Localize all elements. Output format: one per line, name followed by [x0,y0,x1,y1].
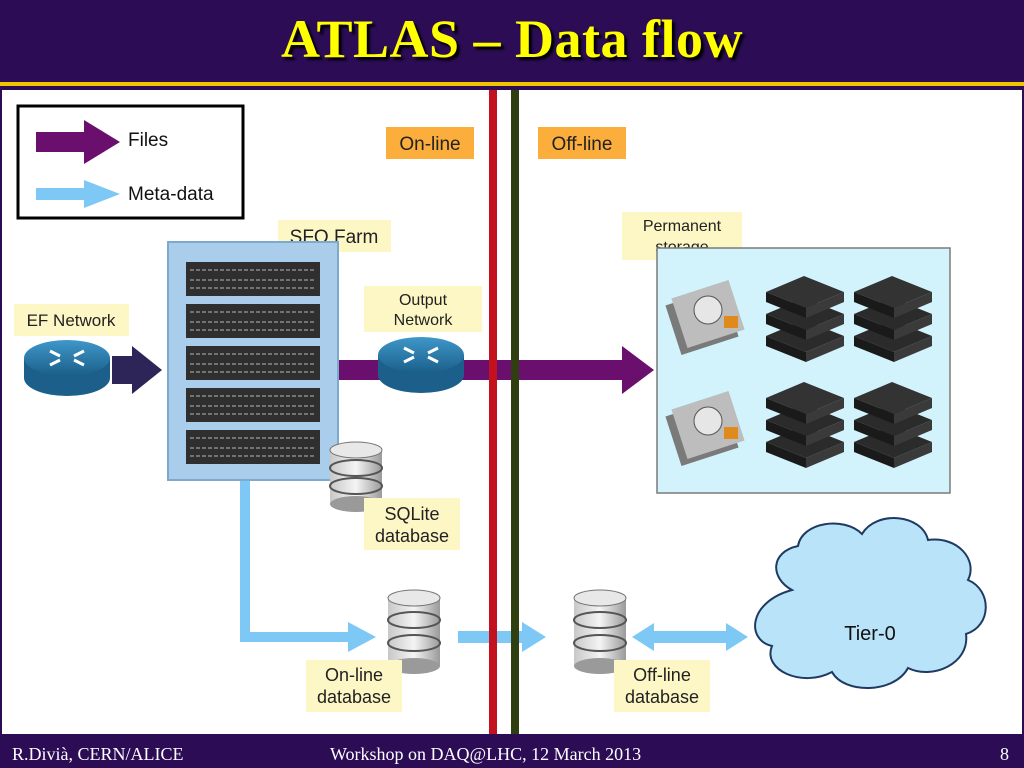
offline-db-tier0-arrow [632,623,748,651]
online-database-icon [387,589,441,674]
output-network-label-line2: Network [394,312,454,329]
slide-title: ATLAS – Data flow [280,9,743,69]
sqlite-label-line1: SQLite [384,504,439,524]
legend: Files Meta-data [16,104,245,220]
output-network-label-line1: Output [399,292,448,309]
hard-disk-icon [665,391,745,466]
title-underline [0,82,1024,86]
online-to-offline-db-arrow [458,622,546,652]
sqlite-label-box [364,498,460,550]
metadata-flows [236,480,748,652]
offline-zone-badge [538,127,626,159]
legend-files-label: Files [128,130,168,151]
tape-stack-icon [854,276,932,362]
output-network-label-box [364,286,482,332]
permanent-storage-label-line1: Permanent [643,218,722,235]
online-db-label-line2: database [317,687,391,707]
footer-event: Workshop on DAQ@LHC, 12 March 2013 [330,744,642,764]
ef-to-sfo-arrow [112,346,162,394]
sfo-to-online-db-arrow [236,480,376,652]
diagram-area: Files Meta-data On-line Off-line EF Netw… [2,90,1022,734]
sqlite-label-line2: database [375,526,449,546]
tape-stack-icon [766,382,844,468]
offline-db-label-line1: Off-line [633,665,691,685]
offline-boundary-line [511,90,519,734]
tape-stack-icon [766,276,844,362]
tape-stack-icon [854,382,932,468]
sfo-farm-rack-icon [167,241,339,481]
online-db-label-line1: On-line [325,665,383,685]
footer-bar: R.Divià, CERN/ALICE Workshop on DAQ@LHC,… [0,736,1024,768]
files-arrow-icon [36,120,120,164]
output-network-router-icon [378,337,464,393]
ef-network-router-icon [24,340,110,396]
hard-disk-icon [665,280,745,355]
offline-db-label-line2: database [625,687,699,707]
legend-metadata-label: Meta-data [128,184,214,205]
footer-author: R.Divià, CERN/ALICE [12,744,184,764]
ef-network-label-box [14,304,129,336]
metadata-arrow-icon [36,180,120,208]
tier0-cloud-icon [754,517,987,689]
online-boundary-line [489,90,497,734]
title-bar [0,0,1024,82]
online-zone-label: On-line [399,134,460,155]
tier0-label: Tier-0 [844,623,895,645]
offline-zone-label: Off-line [552,134,613,155]
offline-database-icon [573,589,627,674]
footer-page-number: 8 [1000,744,1009,764]
ef-network-label: EF Network [27,311,116,330]
online-zone-badge [386,127,474,159]
offline-db-label-box [614,660,710,712]
data-flow-diagram: Files Meta-data On-line Off-line EF Netw… [14,90,987,734]
online-db-label-box [306,660,402,712]
